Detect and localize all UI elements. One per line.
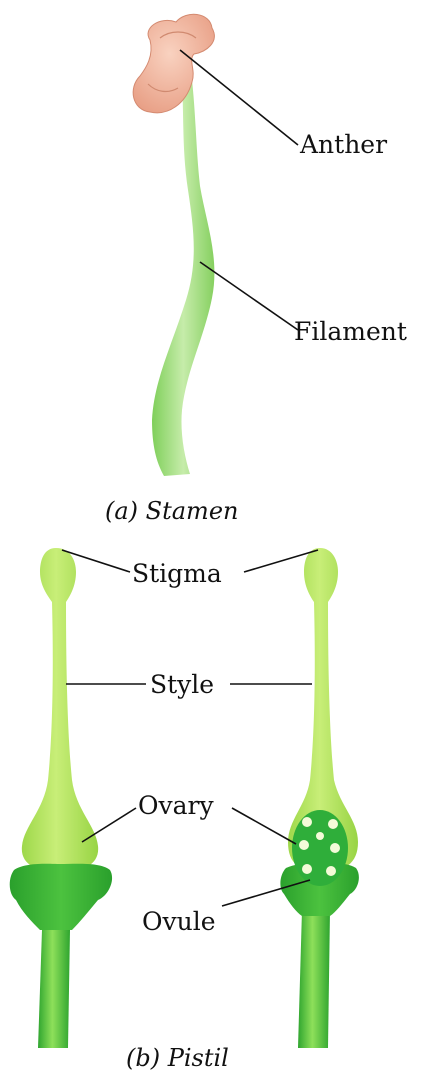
pistil-left-stalk <box>38 930 70 1048</box>
pistil-left-receptacle <box>10 864 112 930</box>
ovule-label: Ovule <box>142 907 216 936</box>
filament <box>152 80 214 476</box>
anther-leader-line <box>180 50 298 145</box>
ovule <box>326 866 336 876</box>
ovule <box>302 817 312 827</box>
anther <box>133 14 214 112</box>
stamen: Anther Filament (a) Stamen <box>105 14 407 525</box>
ovule <box>328 819 338 829</box>
filament-label: Filament <box>294 317 407 346</box>
ovule <box>302 864 312 874</box>
ovule <box>330 843 340 853</box>
pistil-labels: Stigma Style Ovary Ovule (b) Pistil <box>62 550 318 1072</box>
pistil-caption: (b) Pistil <box>126 1044 229 1072</box>
style-label: Style <box>150 670 214 699</box>
pistil-left <box>10 548 112 1048</box>
stamen-caption: (a) Stamen <box>105 497 238 525</box>
anther-label: Anther <box>299 130 387 159</box>
ovary-label: Ovary <box>138 791 214 820</box>
pistil-right-stalk <box>298 910 330 1048</box>
pistil-left-stigma-style-ovary <box>22 548 98 872</box>
filament-leader-line <box>200 262 298 330</box>
stigma-label: Stigma <box>132 559 222 588</box>
ovary-leader-right <box>232 808 296 844</box>
ovule <box>316 832 324 840</box>
pistil-right <box>280 548 359 1048</box>
ovule <box>299 840 309 850</box>
